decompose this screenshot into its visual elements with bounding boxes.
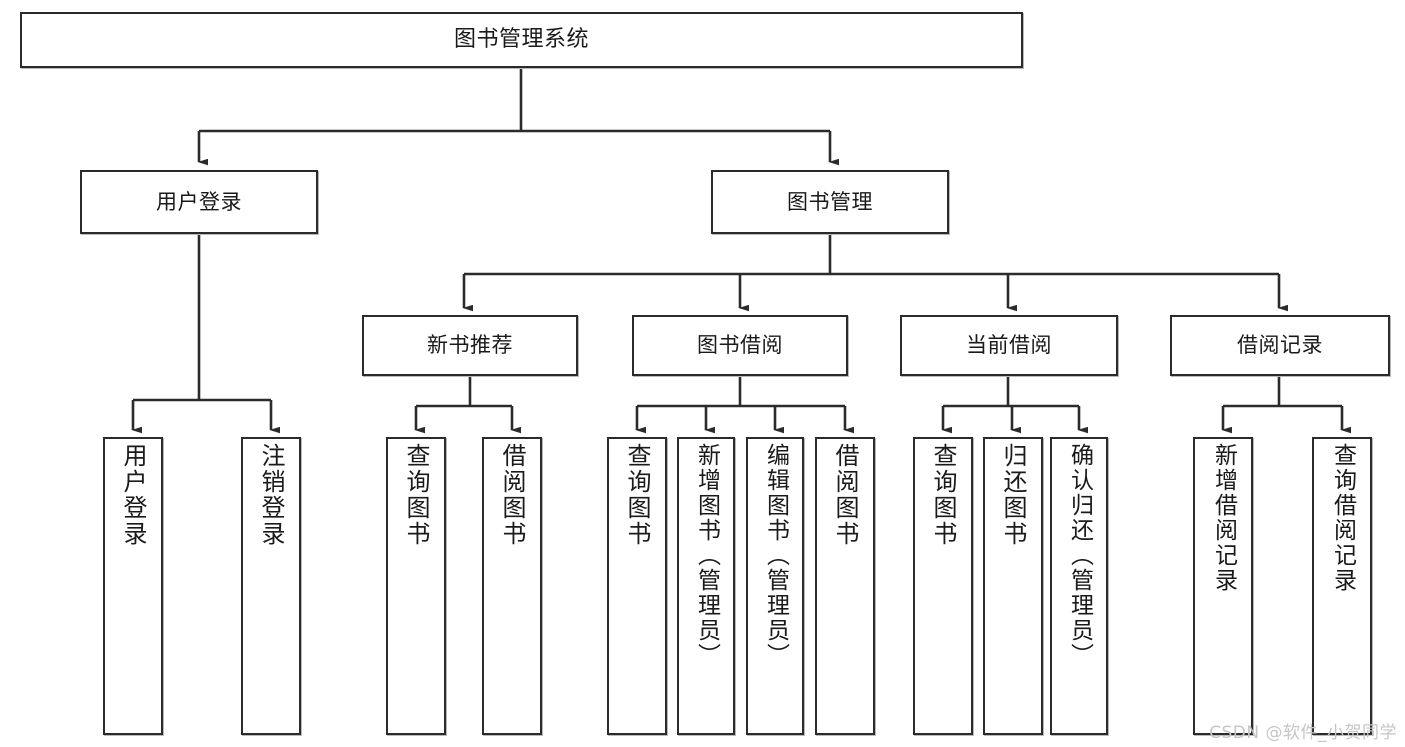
node-label: 用户登录 [119, 443, 147, 547]
node-label: 图书管理系统 [453, 27, 589, 53]
node-leaf-add-record[interactable]: 新增借阅记录 [1193, 437, 1253, 735]
node-leaf-query-record[interactable]: 查询借阅记录 [1312, 437, 1372, 735]
node-leaf-edit-book[interactable]: 编辑图书（管理员） [746, 437, 804, 735]
watermark: CSDN @软件_小贺同学 [1209, 723, 1397, 743]
node-user-login[interactable]: 用户登录 [80, 170, 318, 234]
node-label: 查询图书 [402, 443, 430, 547]
node-leaf-borrow-book-2[interactable]: 借阅图书 [815, 437, 875, 735]
node-label: 图书借阅 [697, 333, 783, 358]
node-label: 注销登录 [257, 443, 285, 547]
node-leaf-query-book-3[interactable]: 查询图书 [913, 437, 973, 735]
node-label: 图书管理 [787, 189, 873, 214]
node-new-book-recommend[interactable]: 新书推荐 [362, 315, 578, 376]
node-leaf-logout[interactable]: 注销登录 [241, 437, 301, 735]
node-label: 编辑图书（管理员） [762, 443, 789, 668]
node-leaf-borrow-book-1[interactable]: 借阅图书 [482, 437, 542, 735]
node-label: 查询图书 [929, 443, 957, 547]
node-current-borrow[interactable]: 当前借阅 [900, 315, 1118, 376]
node-label: 新增借阅记录 [1210, 443, 1237, 593]
node-label: 借阅记录 [1237, 333, 1323, 358]
node-leaf-query-book-2[interactable]: 查询图书 [607, 437, 667, 735]
node-label: 查询借阅记录 [1329, 443, 1356, 593]
node-label: 用户登录 [156, 189, 242, 214]
node-leaf-confirm-return[interactable]: 确认归还（管理员） [1050, 437, 1108, 735]
node-label: 新书推荐 [427, 333, 513, 358]
node-label: 借阅图书 [831, 443, 859, 547]
node-label: 查询图书 [623, 443, 651, 547]
node-leaf-add-book[interactable]: 新增图书（管理员） [677, 437, 735, 735]
node-label: 归还图书 [999, 443, 1027, 547]
node-book-manage[interactable]: 图书管理 [711, 170, 949, 234]
node-book-borrow[interactable]: 图书借阅 [632, 315, 848, 376]
node-label: 新增图书（管理员） [693, 443, 720, 668]
node-label: 借阅图书 [498, 443, 526, 547]
node-label: 当前借阅 [966, 333, 1052, 358]
node-borrow-record[interactable]: 借阅记录 [1170, 315, 1390, 376]
node-leaf-return-book[interactable]: 归还图书 [983, 437, 1043, 735]
node-label: 确认归还（管理员） [1066, 443, 1093, 668]
node-leaf-user-login[interactable]: 用户登录 [103, 437, 163, 735]
node-leaf-query-book-1[interactable]: 查询图书 [386, 437, 446, 735]
node-root[interactable]: 图书管理系统 [20, 12, 1023, 68]
